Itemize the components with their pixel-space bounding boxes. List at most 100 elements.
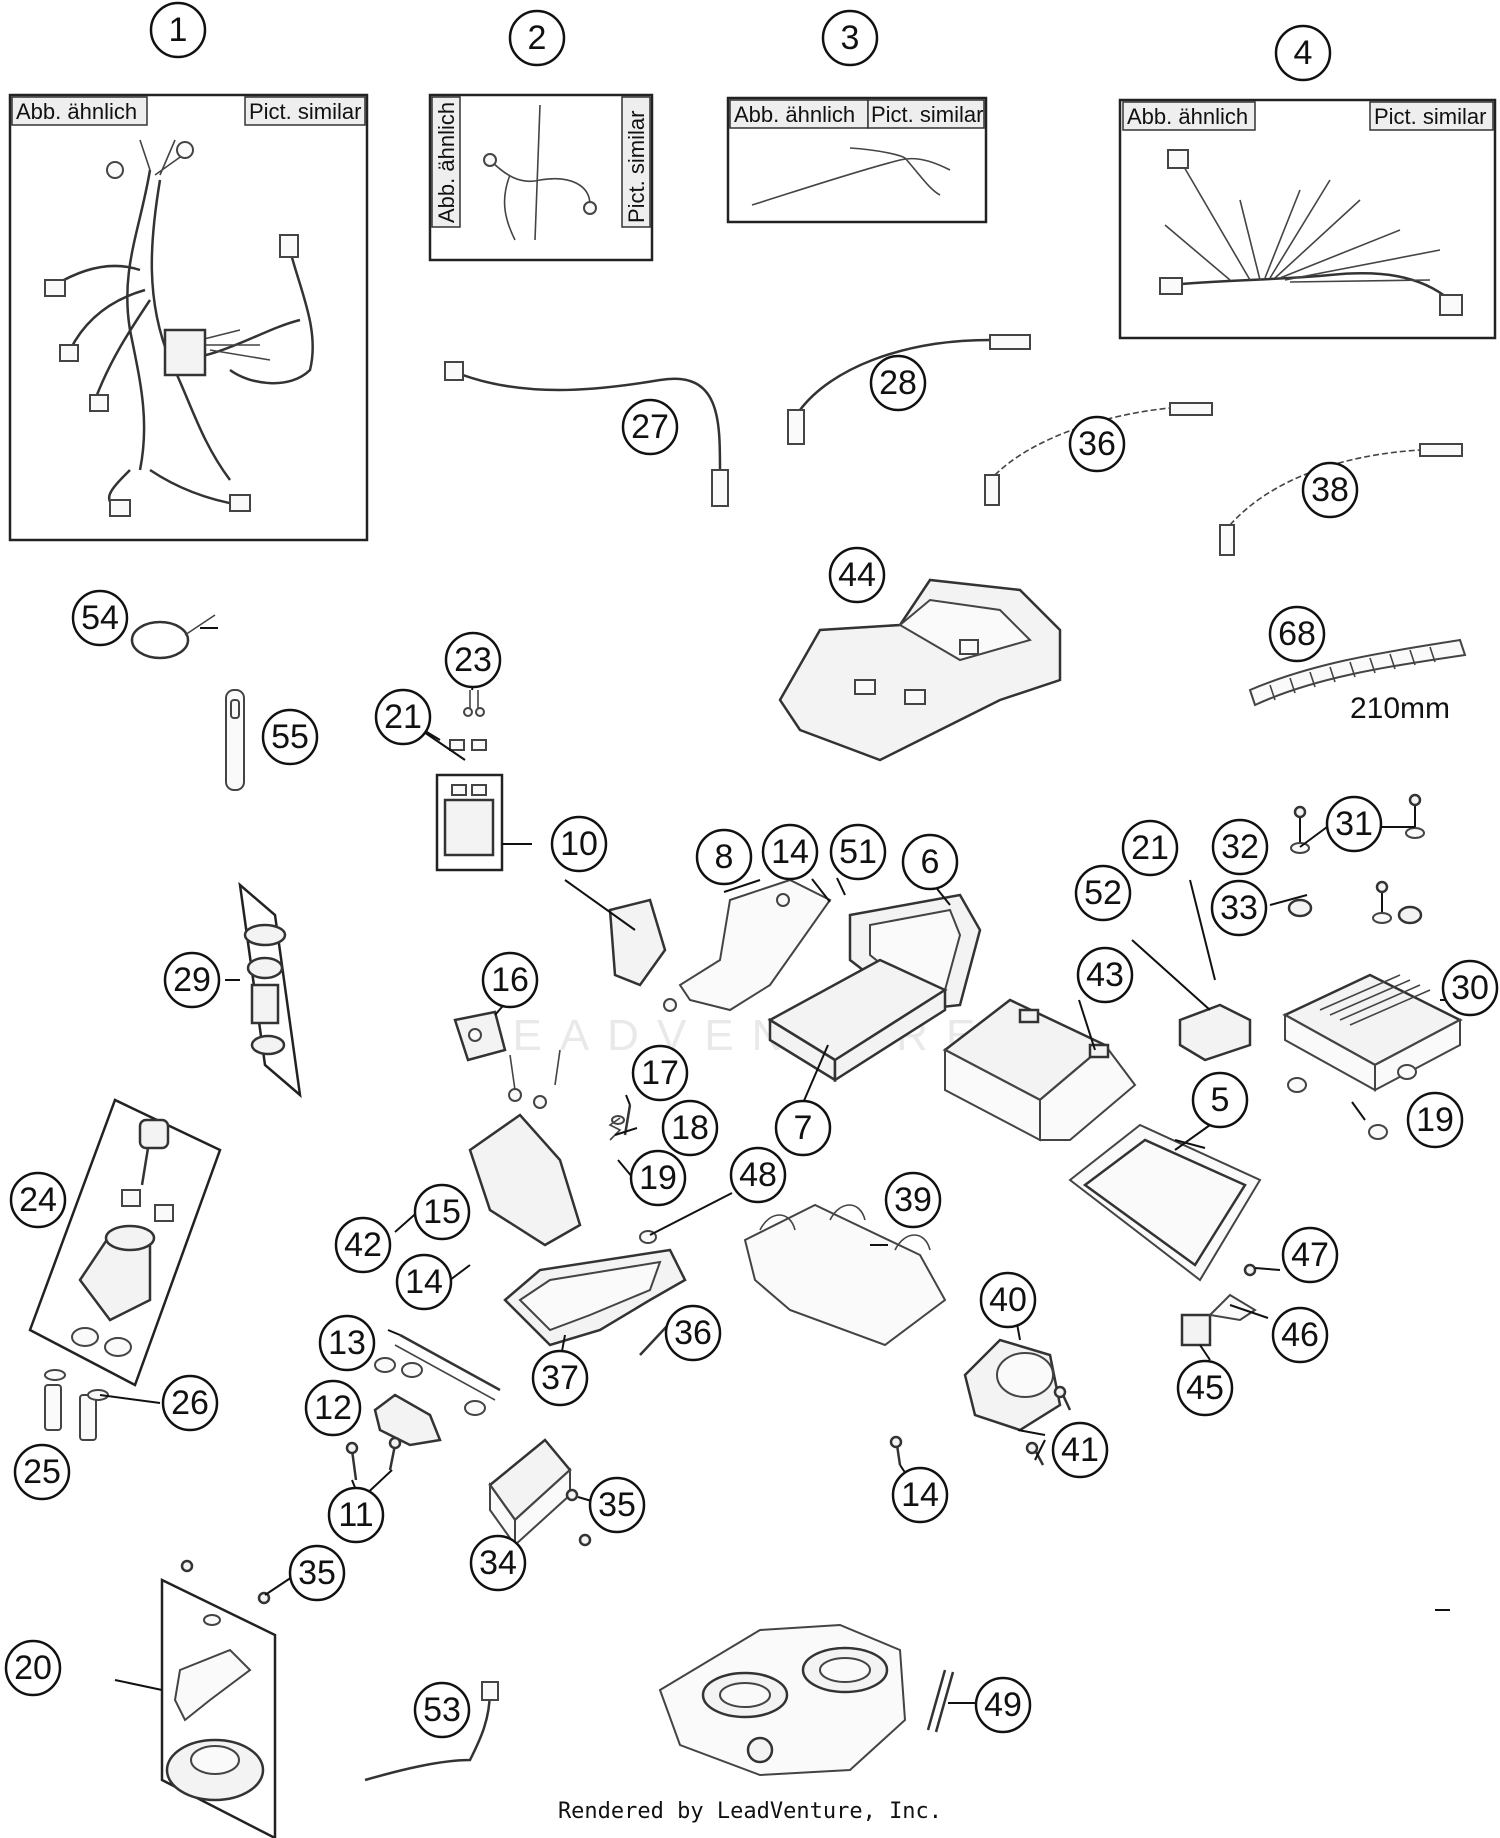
part-25-sleeves bbox=[44, 1384, 97, 1441]
callout-55: 55 bbox=[261, 708, 319, 766]
part-24-ignition-switch bbox=[28, 1098, 222, 1387]
callout-16: 16 bbox=[481, 951, 539, 1009]
callout-48: 48 bbox=[729, 1146, 787, 1204]
callout-10: 10 bbox=[550, 815, 608, 873]
svg-text:31: 31 bbox=[1335, 805, 1373, 843]
callout-21-left: 21 bbox=[374, 688, 432, 746]
part-19-nuts bbox=[611, 1064, 1417, 1140]
part-10-relay-box bbox=[435, 773, 667, 987]
part-49-pin bbox=[926, 1669, 955, 1733]
svg-text:29: 29 bbox=[173, 961, 211, 999]
part-41-screws bbox=[1025, 1385, 1072, 1466]
svg-text:41: 41 bbox=[1061, 1431, 1099, 1469]
callout-19-left: 19 bbox=[629, 1149, 687, 1207]
svg-text:13: 13 bbox=[328, 1324, 366, 1362]
svg-text:7: 7 bbox=[794, 1109, 813, 1147]
part-44-bracket bbox=[778, 578, 1062, 762]
callout-23: 23 bbox=[444, 631, 502, 689]
callout-4: 4 bbox=[1274, 24, 1332, 82]
svg-text:10: 10 bbox=[560, 825, 598, 863]
part-16-connector bbox=[453, 1010, 507, 1062]
svg-text:35: 35 bbox=[598, 1486, 636, 1524]
svg-text:14: 14 bbox=[405, 1263, 443, 1301]
svg-text:5: 5 bbox=[1211, 1081, 1230, 1119]
svg-text:54: 54 bbox=[81, 599, 119, 637]
part-45-relay bbox=[1180, 1313, 1212, 1347]
part-8-bracket bbox=[663, 878, 832, 1012]
callout-19-right: 19 bbox=[1406, 1091, 1464, 1149]
part-68-spiral-wrap bbox=[1248, 638, 1467, 707]
svg-text:40: 40 bbox=[989, 1281, 1027, 1319]
svg-text:33: 33 bbox=[1220, 889, 1258, 927]
svg-text:16: 16 bbox=[491, 961, 529, 999]
callout-42: 42 bbox=[334, 1216, 392, 1274]
svg-text:36: 36 bbox=[1078, 425, 1116, 463]
measurement-210mm: 210mm bbox=[1350, 692, 1450, 725]
callout-33: 33 bbox=[1210, 879, 1268, 937]
svg-text:24: 24 bbox=[19, 1181, 57, 1219]
callout-31: 31 bbox=[1325, 795, 1383, 853]
part-12-clamp bbox=[373, 1393, 442, 1447]
callouts: 1 2 3 4 27 28 36 38 44 68 54 55 23 21 10… bbox=[4, 1, 1499, 1739]
callout-7: 7 bbox=[774, 1099, 832, 1157]
callout-40: 40 bbox=[979, 1271, 1037, 1329]
svg-text:30: 30 bbox=[1451, 969, 1489, 1007]
part-36-pin bbox=[639, 1324, 669, 1356]
tag-abb-2: Abb. ähnlich bbox=[434, 102, 459, 223]
callout-14-mid: 14 bbox=[395, 1253, 453, 1311]
callout-20: 20 bbox=[4, 1639, 62, 1697]
cable-38 bbox=[1219, 443, 1463, 556]
callout-36-mid: 36 bbox=[664, 1304, 722, 1362]
callout-12: 12 bbox=[304, 1379, 362, 1437]
part-7-ecu bbox=[767, 958, 948, 1083]
callout-43: 43 bbox=[1076, 946, 1134, 1004]
part-43-battery bbox=[942, 998, 1137, 1142]
callout-24: 24 bbox=[9, 1171, 67, 1229]
part-53-sensor bbox=[364, 1681, 499, 1782]
part-15-housing bbox=[468, 1049, 582, 1247]
svg-text:8: 8 bbox=[715, 838, 734, 876]
panel-wiring-harness-1: Abb. ähnlich Pict. similar bbox=[8, 93, 369, 542]
part-52-bracket bbox=[1178, 1003, 1252, 1062]
svg-text:19: 19 bbox=[1416, 1101, 1454, 1139]
part-46-bracket bbox=[1207, 1293, 1257, 1322]
svg-text:2: 2 bbox=[528, 19, 547, 57]
part-26-inserts bbox=[44, 1369, 109, 1401]
svg-text:23: 23 bbox=[454, 641, 492, 679]
svg-text:43: 43 bbox=[1086, 956, 1124, 994]
cable-28 bbox=[787, 334, 1031, 445]
part-11-screws bbox=[345, 1436, 402, 1481]
svg-text:21: 21 bbox=[1131, 829, 1169, 867]
callout-38: 38 bbox=[1301, 461, 1359, 519]
svg-text:25: 25 bbox=[23, 1453, 61, 1491]
svg-text:45: 45 bbox=[1186, 1369, 1224, 1407]
callout-15: 15 bbox=[413, 1183, 471, 1241]
svg-text:26: 26 bbox=[171, 1384, 209, 1422]
part-17-screw bbox=[623, 1104, 632, 1136]
callout-14-bottom: 14 bbox=[891, 1466, 949, 1524]
part-31-screws bbox=[1290, 793, 1425, 924]
part-35-screws bbox=[180, 1488, 592, 1605]
tag-pict-2: Pict. similar bbox=[624, 111, 649, 223]
part-33-grommet bbox=[1287, 898, 1423, 925]
leader-lines bbox=[99, 627, 1460, 1704]
svg-text:37: 37 bbox=[541, 1359, 579, 1397]
callout-39: 39 bbox=[884, 1171, 942, 1229]
svg-text:19: 19 bbox=[639, 1159, 677, 1197]
svg-text:21: 21 bbox=[384, 698, 422, 736]
part-37-cover bbox=[503, 1248, 687, 1347]
callout-54: 54 bbox=[71, 589, 129, 647]
callout-51: 51 bbox=[829, 823, 887, 881]
part-40-horn bbox=[963, 1338, 1062, 1432]
part-5-battery-holder bbox=[1068, 1123, 1262, 1282]
panel-wiring-4: Abb. ähnlich Pict. similar bbox=[1118, 98, 1497, 340]
part-21-clip bbox=[449, 739, 487, 751]
svg-text:3: 3 bbox=[841, 19, 860, 57]
svg-text:46: 46 bbox=[1281, 1316, 1319, 1354]
svg-text:52: 52 bbox=[1084, 874, 1122, 912]
callout-5: 5 bbox=[1191, 1071, 1249, 1129]
svg-text:35: 35 bbox=[298, 1554, 336, 1592]
part-54-cable-tie bbox=[130, 614, 216, 660]
callout-30: 30 bbox=[1441, 959, 1499, 1017]
svg-text:32: 32 bbox=[1221, 828, 1259, 866]
